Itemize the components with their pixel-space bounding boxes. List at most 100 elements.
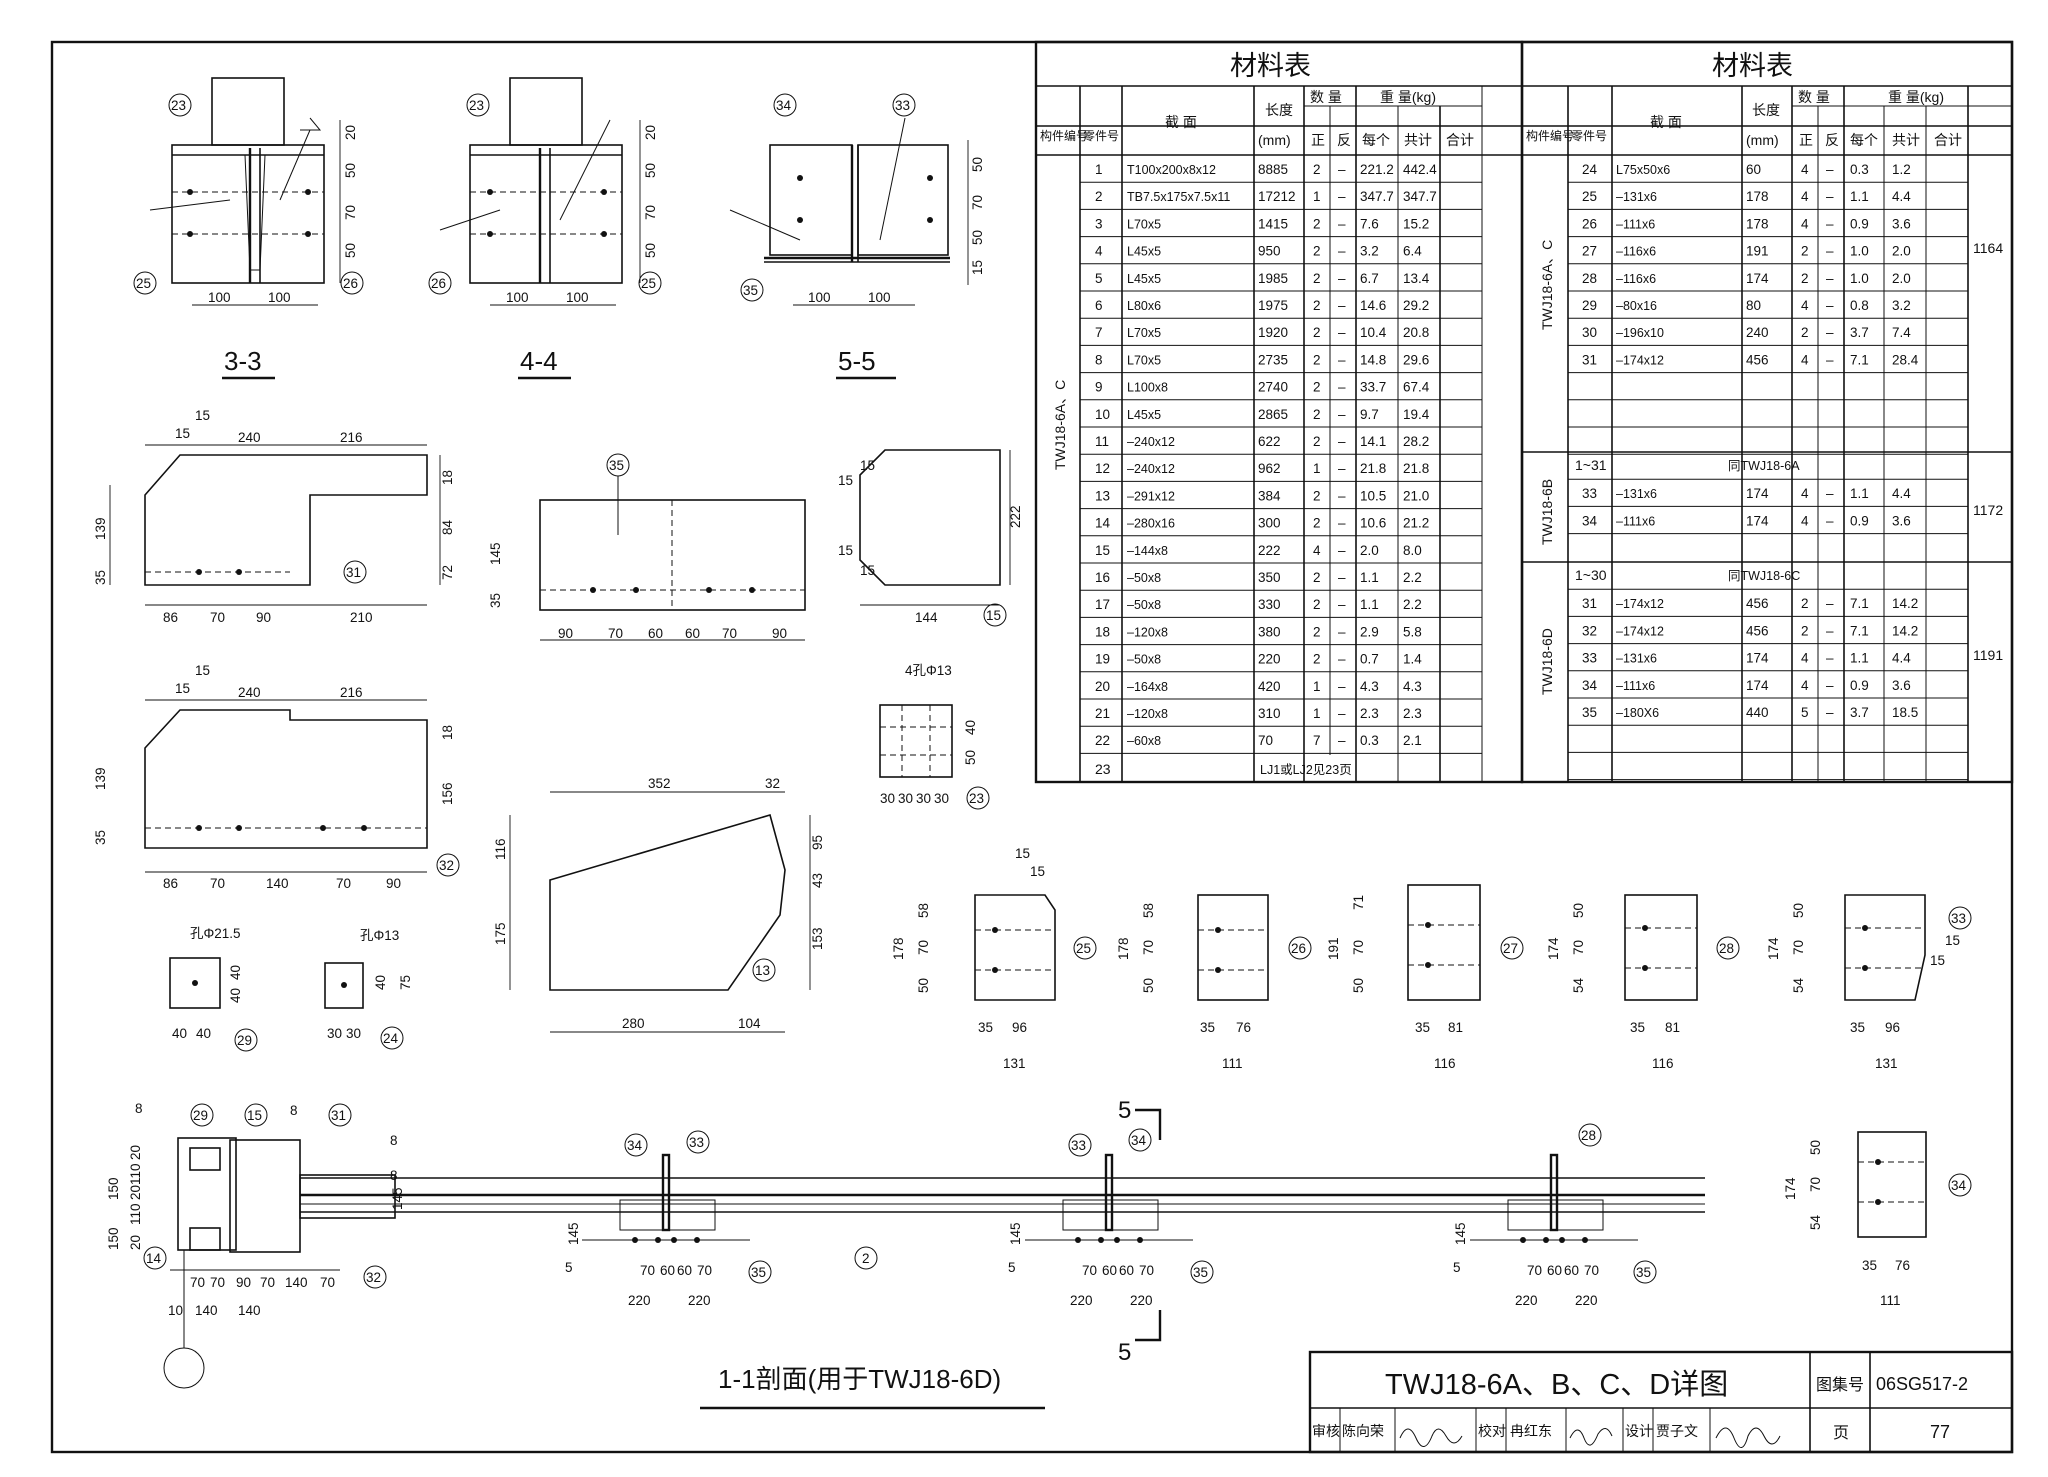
svg-text:50: 50	[343, 163, 358, 178]
r-header-length: 长度	[1752, 102, 1780, 118]
r-header-w-total: 共计	[1892, 132, 1920, 148]
table-left-cell: 2	[1313, 244, 1321, 259]
svg-text:孔Φ21.5: 孔Φ21.5	[190, 926, 241, 941]
table-left-cell: 420	[1258, 679, 1281, 694]
svg-text:34: 34	[1131, 1133, 1147, 1148]
svg-text:35: 35	[978, 1020, 993, 1035]
svg-text:220: 220	[688, 1293, 711, 1308]
svg-text:111: 111	[1880, 1293, 1901, 1308]
svg-text:31: 31	[346, 565, 361, 580]
checker-name: 冉红东	[1510, 1423, 1552, 1439]
svg-text:40: 40	[963, 720, 978, 735]
svg-text:30: 30	[934, 791, 949, 806]
group2-member: TWJ18-6B	[1539, 479, 1555, 545]
table-left-cell: 18	[1095, 624, 1110, 639]
review-label: 审核	[1312, 1423, 1340, 1439]
svg-text:70: 70	[1791, 940, 1806, 955]
table-right-cell: 191	[1746, 244, 1769, 259]
table-right-cell: 1.1	[1850, 651, 1869, 666]
page-number: 77	[1930, 1422, 1950, 1442]
svg-text:5: 5	[1008, 1260, 1016, 1275]
table-left-cell: –240x12	[1127, 435, 1175, 449]
table-left-cell: 70	[1258, 733, 1273, 748]
table-left-cell: 8.0	[1403, 543, 1422, 558]
svg-text:8: 8	[390, 1168, 398, 1183]
r-header-qty-neg: 反	[1825, 132, 1839, 148]
svg-text:35: 35	[1862, 1258, 1877, 1273]
table-left-cell: 222	[1258, 543, 1281, 558]
header-qty: 数 量	[1310, 89, 1342, 105]
svg-text:33: 33	[1951, 911, 1966, 926]
svg-text:5: 5	[565, 1260, 573, 1275]
table-right-cell: 3.6	[1892, 678, 1911, 693]
reviewer-signature	[1399, 1428, 1463, 1447]
svg-text:71: 71	[1351, 895, 1366, 910]
svg-text:178: 178	[891, 937, 906, 960]
table-left-cell: 15	[1095, 543, 1110, 558]
r-header-w-each: 每个	[1850, 132, 1878, 148]
table-left-cell: 6.4	[1403, 244, 1422, 259]
svg-text:216: 216	[340, 685, 363, 700]
header-length: 长度	[1265, 102, 1293, 118]
table-left-cell: 2.2	[1403, 597, 1422, 612]
svg-text:25: 25	[641, 276, 656, 291]
svg-text:70: 70	[210, 1275, 225, 1290]
svg-text:70: 70	[190, 1275, 205, 1290]
table-left-cell: 22	[1095, 733, 1110, 748]
svg-text:20: 20	[128, 1145, 143, 1160]
svg-text:70: 70	[320, 1275, 335, 1290]
table-left-cell: L70x5	[1127, 353, 1161, 367]
atlas-label: 图集号	[1816, 1376, 1864, 1394]
left-row23-part: 23	[1095, 761, 1111, 777]
svg-text:2: 2	[862, 1251, 870, 1266]
table-left-cell: –50x8	[1127, 571, 1161, 585]
header-qty-pos: 正	[1311, 132, 1325, 148]
table-right-cell: 0.3	[1850, 162, 1869, 177]
table-left-cell: 2	[1313, 216, 1321, 231]
svg-text:32: 32	[765, 776, 780, 791]
table-left-cell: 2	[1313, 298, 1321, 313]
table-right-cell: 5	[1801, 705, 1809, 720]
table-left-cell: L80x6	[1127, 299, 1161, 313]
svg-text:35: 35	[1850, 1020, 1865, 1035]
table-left-cell: 16	[1095, 570, 1110, 585]
svg-text:20: 20	[643, 125, 658, 140]
svg-text:145: 145	[1453, 1222, 1468, 1245]
table-right-cell: –	[1826, 325, 1834, 340]
table-left-cell: –	[1338, 488, 1346, 503]
table-left-cell: 20.8	[1403, 325, 1429, 340]
table-right-cell: 174	[1746, 513, 1769, 528]
table-left-cell: –	[1338, 407, 1346, 422]
svg-text:210: 210	[350, 610, 373, 625]
table-left-cell: 13.4	[1403, 271, 1430, 286]
svg-text:35: 35	[1636, 1265, 1651, 1280]
table-right-cell: –131x6	[1616, 190, 1657, 204]
table-left-cell: 2	[1313, 597, 1321, 612]
table-left-cell: 1415	[1258, 216, 1288, 231]
svg-text:15: 15	[175, 426, 190, 441]
svg-text:86: 86	[163, 610, 178, 625]
group2-first-part: 1~31	[1575, 457, 1607, 473]
svg-text:40: 40	[172, 1026, 187, 1041]
svg-text:240: 240	[238, 685, 261, 700]
table-right-cell: 1.1	[1850, 486, 1869, 501]
svg-text:30: 30	[880, 791, 895, 806]
svg-text:33: 33	[1071, 1138, 1086, 1153]
table-right-cell: 240	[1746, 325, 1769, 340]
section-label-5-5: 5-5	[838, 346, 876, 376]
table-right-cell: 4	[1801, 189, 1809, 204]
table-left-cell: 7	[1313, 733, 1321, 748]
svg-text:40: 40	[228, 965, 243, 980]
table-right-cell: –	[1826, 352, 1834, 367]
table-left-cell: 12	[1095, 461, 1110, 476]
table-left-cell: 2735	[1258, 352, 1288, 367]
svg-text:54: 54	[1808, 1214, 1823, 1230]
table-right-cell: 174	[1746, 651, 1769, 666]
header-length-unit: (mm)	[1258, 132, 1291, 148]
table-left-cell: 33.7	[1360, 380, 1386, 395]
svg-text:70: 70	[970, 195, 985, 210]
